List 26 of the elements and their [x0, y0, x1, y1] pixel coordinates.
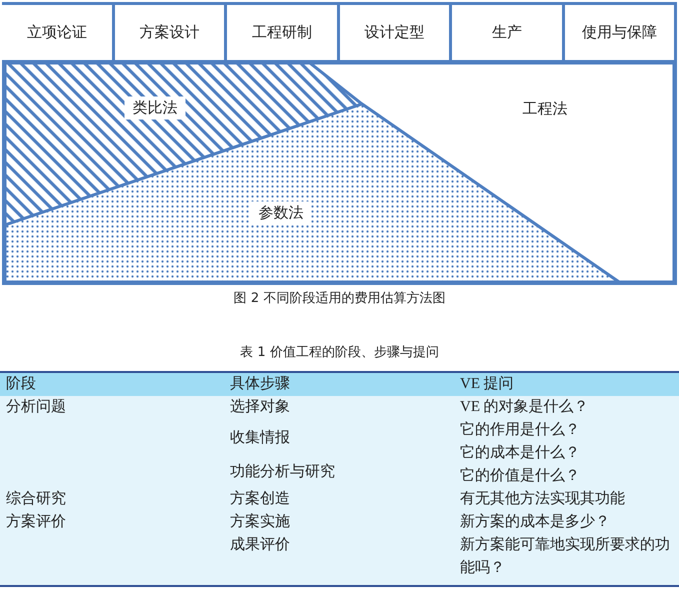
table-cell-text: 有无其他方法实现其功能 [460, 489, 625, 509]
phase-box: 生产 [452, 5, 565, 63]
table-cell-text: 它的价值是什么？ [460, 466, 580, 486]
table-cell-text: 新方案能可靠地实现所要求的功能吗？ [460, 535, 670, 578]
table-cell-text: 新方案的成本是多少？ [460, 512, 610, 532]
phase-box: 设计定型 [340, 5, 452, 63]
phase-box: 方案设计 [115, 5, 227, 63]
table-cell-text: 方案创造 [230, 489, 290, 509]
phase-box: 立项论证 [2, 5, 115, 63]
table-cell-text: 方案评价 [6, 512, 66, 532]
table-cell-text: 它的作用是什么？ [460, 420, 580, 440]
table-cell-text: 综合研究 [6, 490, 66, 509]
table-title: 表 1 价值工程的阶段、步骤与提问 [239, 344, 440, 361]
figure-caption: 图 2 不同阶段适用的费用估算方法图 [232, 290, 446, 307]
table-cell-text: 它的成本是什么？ [460, 443, 580, 463]
table-cell-text: 收集情报 [230, 428, 290, 448]
phase-box: 工程研制 [227, 5, 340, 63]
column-header: 具体步骤 [230, 374, 290, 394]
column-header: 阶段 [6, 374, 36, 394]
table-cell-text: 选择对象 [230, 398, 290, 417]
table-cell-text: 功能分析与研究 [230, 462, 335, 482]
table-cell-text: 分析问题 [6, 398, 66, 417]
column-header: VE 提问 [460, 375, 514, 394]
table-cell-text: 方案实施 [230, 512, 290, 532]
table-cell-text: 成果评价 [230, 536, 290, 555]
table-cell-text: VE 的对象是什么？ [460, 398, 589, 417]
